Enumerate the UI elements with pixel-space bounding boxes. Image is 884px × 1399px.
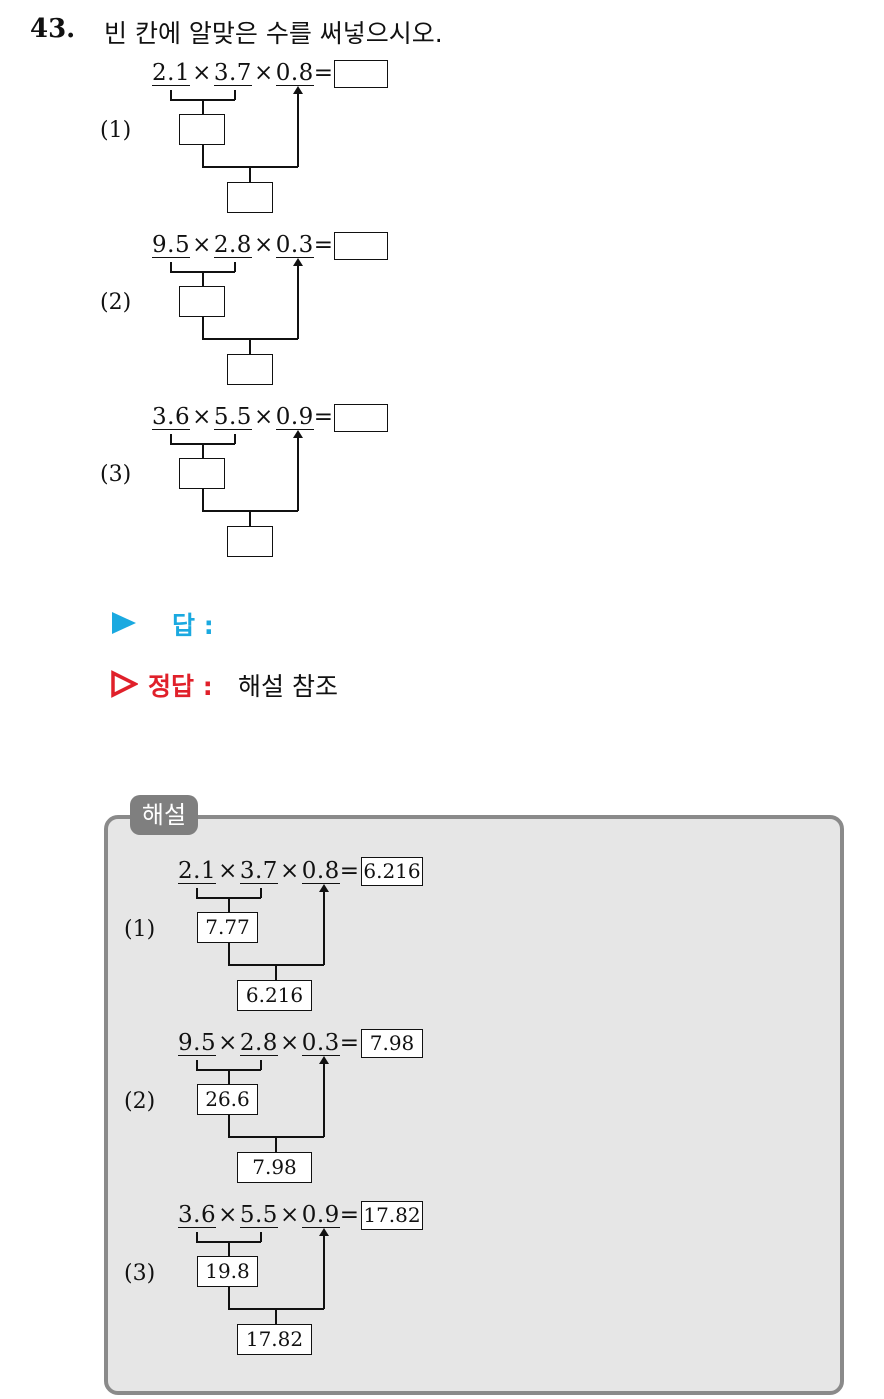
- times-sign: ×: [192, 404, 212, 430]
- middle-value-box: 7.77: [197, 912, 258, 943]
- operand-c: 0.8: [301, 858, 340, 885]
- middle-box[interactable]: [179, 286, 225, 317]
- play-triangle-icon: [112, 612, 136, 634]
- equals-sign: =: [339, 858, 360, 884]
- arrow-up-icon: [319, 884, 329, 892]
- answer-value-box: 17.82: [361, 1201, 423, 1230]
- equals-sign: =: [313, 404, 334, 430]
- operand-c: 0.3: [275, 232, 314, 259]
- operand-b: 3.7: [213, 60, 252, 87]
- operand-a: 9.5: [152, 232, 191, 259]
- operand-c: 0.9: [301, 1202, 340, 1229]
- arrow-up-icon: [319, 1056, 329, 1064]
- result-box[interactable]: [227, 354, 273, 385]
- problem-1-expression: 2.1×3.7×0.8=: [152, 60, 334, 87]
- middle-box[interactable]: [179, 458, 225, 489]
- times-sign: ×: [218, 858, 238, 884]
- operand-c: 0.9: [275, 404, 314, 431]
- middle-value-box: 19.8: [197, 1256, 258, 1287]
- problem-label: (1): [124, 917, 156, 942]
- answer-value-box: 6.216: [361, 857, 423, 886]
- operand-b: 5.5: [213, 404, 252, 431]
- operand-c: 0.3: [301, 1030, 340, 1057]
- problem-label: (2): [100, 290, 132, 315]
- times-sign: ×: [218, 1030, 238, 1056]
- answer-value-box: 7.98: [361, 1029, 423, 1058]
- equals-sign: =: [313, 60, 334, 86]
- arrow-up-icon: [293, 430, 303, 438]
- operand-c: 0.8: [275, 60, 314, 87]
- question-number: 43.: [30, 14, 76, 44]
- times-sign: ×: [279, 1030, 300, 1056]
- equals-sign: =: [339, 1202, 360, 1228]
- operand-b: 2.8: [213, 232, 252, 259]
- operand-a: 3.6: [178, 1202, 217, 1229]
- times-sign: ×: [253, 404, 274, 430]
- question-text: 빈 칸에 알맞은 수를 써넣으시오.: [104, 19, 443, 48]
- times-sign: ×: [253, 60, 274, 86]
- result-value-box: 7.98: [237, 1152, 312, 1183]
- problem-2-expression: 9.5×2.8×0.3=: [152, 232, 334, 259]
- correct-label: 정답 :: [148, 672, 213, 701]
- arrow-up-icon: [319, 1228, 329, 1236]
- arrow-up-icon: [293, 86, 303, 94]
- middle-box[interactable]: [179, 114, 225, 145]
- result-box[interactable]: [227, 526, 273, 557]
- correct-value: 해설 참조: [238, 672, 338, 701]
- times-sign: ×: [279, 1202, 300, 1228]
- solution-1-expression: 2.1×3.7×0.8=: [178, 858, 360, 885]
- times-sign: ×: [218, 1202, 238, 1228]
- problem-label: (2): [124, 1089, 156, 1114]
- problem-label: (3): [100, 462, 132, 487]
- answer-box[interactable]: [334, 60, 388, 88]
- problem-3-expression: 3.6×5.5×0.9=: [152, 404, 334, 431]
- result-box[interactable]: [227, 182, 273, 213]
- problem-label: (1): [100, 118, 132, 143]
- equals-sign: =: [339, 1030, 360, 1056]
- times-sign: ×: [192, 232, 212, 258]
- times-sign: ×: [279, 858, 300, 884]
- answer-box[interactable]: [334, 232, 388, 260]
- solution-2-expression: 9.5×2.8×0.3=: [178, 1030, 360, 1057]
- times-sign: ×: [253, 232, 274, 258]
- operand-a: 3.6: [152, 404, 191, 431]
- solution-3-expression: 3.6×5.5×0.9=: [178, 1202, 360, 1229]
- times-sign: ×: [192, 60, 212, 86]
- result-value-box: 17.82: [237, 1324, 312, 1355]
- operand-b: 2.8: [239, 1030, 278, 1057]
- operand-b: 5.5: [239, 1202, 278, 1229]
- operand-a: 2.1: [152, 60, 191, 87]
- operand-a: 9.5: [178, 1030, 217, 1057]
- operand-b: 3.7: [239, 858, 278, 885]
- operand-a: 2.1: [178, 858, 217, 885]
- solution-tag: 해설: [130, 795, 198, 835]
- outline-triangle-icon: [111, 670, 138, 698]
- answer-prompt: 답 :: [172, 611, 214, 640]
- problem-label: (3): [124, 1261, 156, 1286]
- middle-value-box: 26.6: [197, 1084, 258, 1115]
- arrow-up-icon: [293, 258, 303, 266]
- result-value-box: 6.216: [237, 980, 312, 1011]
- answer-box[interactable]: [334, 404, 388, 432]
- equals-sign: =: [313, 232, 334, 258]
